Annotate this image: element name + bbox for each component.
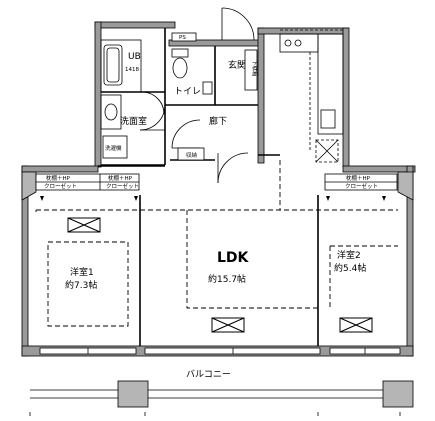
closet-left-label: クローゼット xyxy=(44,182,77,190)
ps-box xyxy=(171,32,197,42)
washroom-label: 洗面室 xyxy=(120,115,147,127)
western2-label: 洋室2 xyxy=(337,249,361,261)
hall-storage xyxy=(177,147,205,161)
shoe-box-label: 下駄箱 xyxy=(251,60,259,77)
ventilation-fixtures xyxy=(67,217,373,333)
shoe-box xyxy=(244,49,258,91)
ps-label: PS xyxy=(179,35,186,41)
closet-left-shelf-label-2: 枕棚＋HP xyxy=(108,174,133,182)
closet-left-label-2: クローゼット xyxy=(106,182,139,190)
entrance-door xyxy=(221,7,255,41)
closet-right-shelf-label: 枕棚＋HP xyxy=(346,174,371,182)
ldk-label: LDK xyxy=(217,250,250,266)
closet-left xyxy=(35,173,140,191)
western1-size-label: 約7.3帖 xyxy=(65,279,97,291)
outlet-marks xyxy=(40,196,386,201)
balcony-ticks xyxy=(29,412,401,416)
unit-bath xyxy=(100,39,142,93)
ldk-size-label: 約15.7帖 xyxy=(208,273,246,285)
fridge-box xyxy=(315,139,339,163)
closet-right-label: クローゼット xyxy=(345,182,378,190)
corner-walls xyxy=(21,171,414,201)
washer-label: 洗濯機 xyxy=(105,144,122,152)
closet-right xyxy=(324,173,398,191)
windows xyxy=(39,347,401,355)
hall-storage-label: 収納 xyxy=(186,151,198,159)
western2-size-label: 約5.4帖 xyxy=(334,262,366,274)
toilet-fixture xyxy=(171,48,213,95)
kitchen-counter xyxy=(279,29,344,150)
western1-label: 洋室1 xyxy=(70,266,94,278)
toilet-label: トイレ xyxy=(174,87,201,97)
balcony-rail xyxy=(30,380,414,408)
dashed-outlines xyxy=(35,160,398,327)
closet-left-shelf-label: 枕棚＋HP xyxy=(46,174,71,182)
hallway-label: 廊下 xyxy=(209,115,227,127)
ub-label: UB xyxy=(128,52,141,62)
washroom-door xyxy=(139,91,166,131)
washroom-fixtures xyxy=(100,94,128,159)
entrance-label: 玄関 xyxy=(228,59,246,71)
ub-size-label: 1418 xyxy=(125,67,139,73)
balcony-label: バルコニー xyxy=(186,369,231,380)
